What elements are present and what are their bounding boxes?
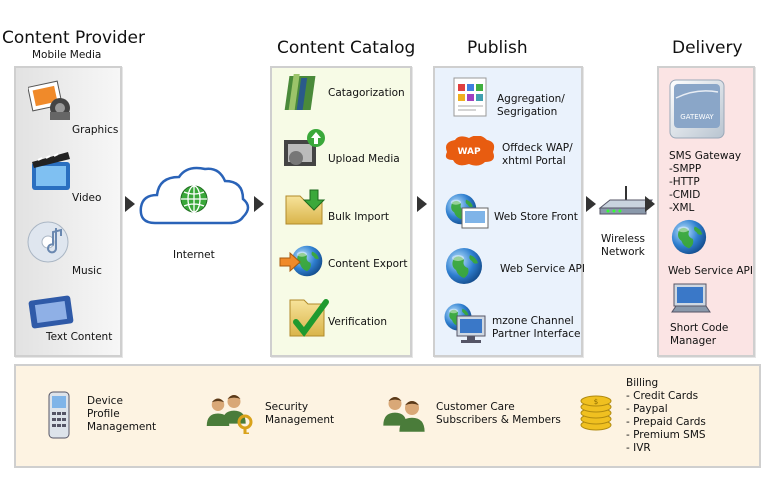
video-icon xyxy=(32,152,70,190)
arrow-wireless-to-delivery xyxy=(645,196,655,212)
mzone-channel-icon xyxy=(444,303,486,343)
mzone-channel-label: mzone Channel Partner Interface xyxy=(492,315,581,341)
customer-care-line-1: Customer Care xyxy=(436,401,515,413)
web-service-api-delivery-icon xyxy=(671,219,707,255)
device-line-3: Management xyxy=(87,421,157,433)
device-profile-label: Device Profile Management xyxy=(87,395,156,434)
arrow-publish-to-wireless xyxy=(586,196,596,212)
security-line-1: Security xyxy=(265,401,309,413)
upload-media-icon xyxy=(284,129,325,166)
mobile-phone-icon xyxy=(48,391,70,439)
short-code-manager-label: Short Code Manager xyxy=(670,322,728,348)
security-line-2: Management xyxy=(265,414,335,426)
billing-item-1: - Paypal xyxy=(626,403,668,415)
security-management-label: Security Management xyxy=(265,401,334,427)
coins-icon: $ xyxy=(580,395,612,431)
upload-media-label: Upload Media xyxy=(328,153,400,165)
billing-title: Billing xyxy=(626,377,659,389)
bulk-import-icon xyxy=(285,189,326,225)
graphics-label: Graphics xyxy=(72,124,119,136)
sms-line-2: -HTTP xyxy=(669,176,700,188)
web-store-front-label: Web Store Front xyxy=(494,211,578,223)
verification-label: Verification xyxy=(328,316,387,328)
music-label: Music xyxy=(72,265,102,277)
sms-gateway-label: SMS Gateway -SMPP -HTTP -CMID -XML xyxy=(669,150,741,215)
arrow-provider-to-internet xyxy=(125,196,135,212)
customer-care-icon xyxy=(383,397,425,432)
content-export-icon xyxy=(279,245,323,277)
short-code-line-2: Manager xyxy=(670,335,717,347)
categorization-label: Catagorization xyxy=(328,87,405,99)
content-provider-title: Content Provider xyxy=(2,28,146,48)
content-export-label: Content Export xyxy=(328,258,408,270)
web-service-api-delivery-label: Web Service API xyxy=(668,265,753,277)
mzone-line-2: Partner Interface xyxy=(492,328,581,340)
wireless-router-icon xyxy=(598,186,653,215)
offdeck-label: Offdeck WAP/ xhtml Portal xyxy=(502,142,573,168)
internet-globe-icon xyxy=(180,185,208,213)
wap-badge-text: WAP xyxy=(457,147,480,157)
svg-text:$: $ xyxy=(594,398,598,406)
graphics-icon xyxy=(28,80,70,120)
aggregation-line-2: Segrigation xyxy=(497,106,558,118)
publish-title: Publish xyxy=(467,38,528,58)
verification-icon xyxy=(289,299,329,337)
short-code-manager-icon xyxy=(671,283,711,313)
wap-icon: WAP xyxy=(445,136,495,166)
customer-care-label: Customer Care Subscribers & Members xyxy=(436,401,561,427)
offdeck-line-2: xhtml Portal xyxy=(502,155,566,167)
aggregation-label: Aggregation/ Segrigation xyxy=(497,93,565,119)
customer-care-line-2: Subscribers & Members xyxy=(436,414,561,426)
text-content-icon xyxy=(28,295,74,329)
arrow-internet-to-catalog xyxy=(254,196,264,212)
security-users-icon xyxy=(206,395,253,434)
internet-label: Internet xyxy=(173,249,215,261)
device-line-2: Profile xyxy=(87,408,120,420)
arrow-catalog-to-publish xyxy=(417,196,427,212)
aggregation-icon xyxy=(453,77,487,117)
billing-item-0: - Credit Cards xyxy=(626,390,699,402)
web-service-api-publish-label: Web Service API xyxy=(500,263,585,275)
device-line-1: Device xyxy=(87,395,123,407)
sms-line-4: -XML xyxy=(669,202,695,214)
sms-line-3: -CMID xyxy=(669,189,701,201)
billing-item-2: - Prepaid Cards xyxy=(626,416,706,428)
delivery-title: Delivery xyxy=(672,38,743,58)
bulk-import-label: Bulk Import xyxy=(328,211,390,223)
mzone-line-1: mzone Channel xyxy=(492,315,574,327)
web-store-front-icon xyxy=(445,193,489,229)
content-provider-subtitle: Mobile Media xyxy=(32,49,102,61)
gateway-badge-text: GATEWAY xyxy=(680,113,714,121)
aggregation-line-1: Aggregation/ xyxy=(497,93,565,105)
gateway-icon: GATEWAY xyxy=(669,79,725,139)
web-service-api-publish-icon xyxy=(446,248,482,284)
wireless-line-1: Wireless xyxy=(601,233,645,245)
billing-item-3: - Premium SMS xyxy=(626,429,706,441)
content-catalog-title: Content Catalog xyxy=(277,38,416,58)
billing-label: Billing - Credit Cards - Paypal - Prepai… xyxy=(626,377,706,455)
billing-item-4: - IVR xyxy=(626,442,651,454)
sms-line-1: -SMPP xyxy=(669,163,702,175)
sms-line-0: SMS Gateway xyxy=(669,150,742,162)
short-code-line-1: Short Code xyxy=(670,322,729,334)
wireless-network-label: Wireless Network xyxy=(601,233,645,259)
video-label: Video xyxy=(72,192,102,204)
text-content-label: Text Content xyxy=(46,331,113,343)
categorization-icon xyxy=(284,74,316,110)
wireless-line-2: Network xyxy=(601,246,645,258)
music-icon xyxy=(27,221,69,263)
offdeck-line-1: Offdeck WAP/ xyxy=(502,142,573,154)
